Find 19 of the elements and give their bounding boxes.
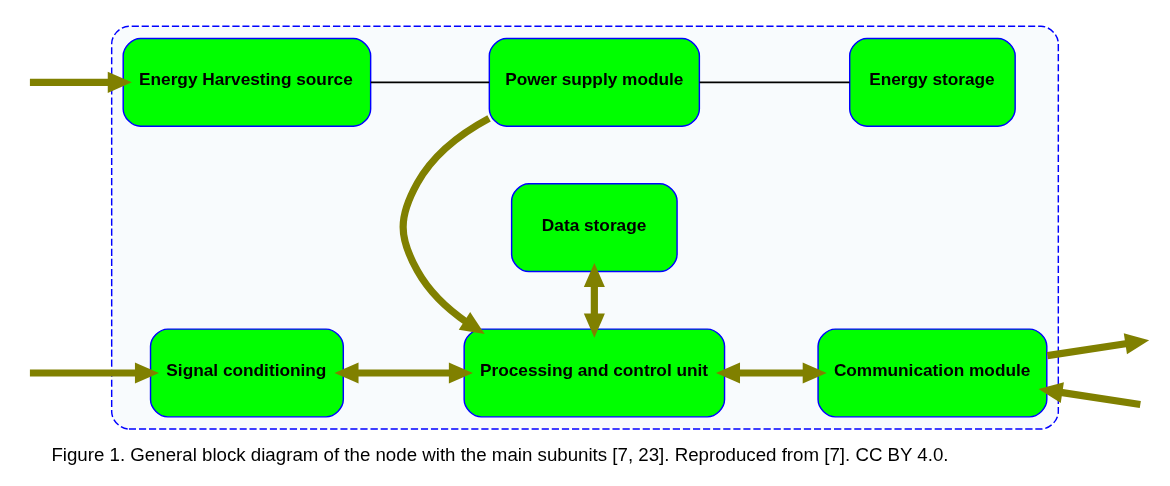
node-box: Data storage <box>510 182 678 272</box>
arrow <box>1046 332 1150 359</box>
caption: Figure 1. General block diagram of the node with the main subunits [7, 23]. Reproduced from [7]. CC BY 4.0. <box>51 443 949 465</box>
arrow <box>334 361 473 383</box>
node-box: Processing and control unit <box>463 327 726 418</box>
arrow <box>1038 381 1141 408</box>
node-box: Energy Harvesting source <box>122 37 372 127</box>
cluster <box>110 25 1060 430</box>
node-box: Communication module <box>817 327 1048 418</box>
arrow <box>583 262 605 338</box>
connector <box>369 81 490 83</box>
connector <box>698 81 851 83</box>
arrow <box>29 361 160 383</box>
arrow <box>399 114 491 334</box>
node-box: Signal conditioning <box>149 327 345 418</box>
node-box: Power supply module <box>488 37 701 127</box>
node-box: Energy storage <box>849 37 1016 127</box>
arrow <box>29 71 132 93</box>
arrow <box>715 361 827 383</box>
